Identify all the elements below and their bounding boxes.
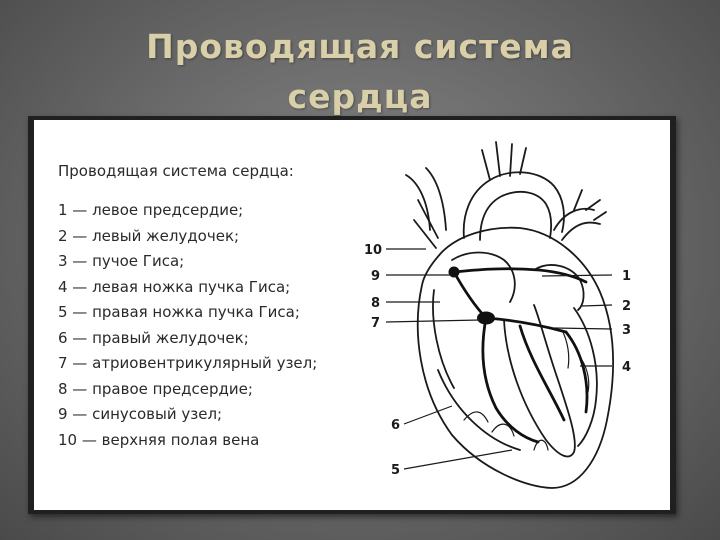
slide-title-line-2: сердца [287, 77, 433, 116]
diagram-label: 1 [622, 269, 631, 284]
legend-item: 10 — верхняя полая вена [58, 430, 260, 449]
legend-list: 1 — левое предсердие; 2 — левый желудоче… [58, 198, 358, 453]
legend-item: 3 — пучое Гиса; [58, 252, 185, 270]
legend-item: 1 — левое предсердие; [58, 201, 244, 219]
diagram-label: 3 [622, 323, 631, 338]
legend-item: 9 — синусовый узел; [58, 405, 223, 423]
legend-item: 8 — правое предсердие; [58, 379, 253, 398]
slide-title-line-1: Проводящая система [146, 27, 574, 66]
legend-item: 2 — левый желудочек; [58, 226, 240, 245]
legend: Проводящая система сердца: 1 — левое пре… [58, 162, 358, 453]
legend-item: 6 — правый желудочек; [58, 328, 249, 347]
diagram-label: 8 [371, 296, 380, 311]
diagram-label: 2 [622, 299, 631, 314]
av-node [477, 311, 495, 325]
diagram-label: 5 [391, 463, 400, 478]
diagram-label: 9 [371, 269, 380, 284]
legend-heading: Проводящая система сердца: [58, 162, 294, 180]
legend-item: 4 — левая ножка пучка Гиса; [58, 277, 291, 296]
diagram-label: 10 [364, 243, 382, 258]
leader-lines [385, 248, 613, 470]
legend-item: 5 — правая ножка пучка Гиса; [58, 303, 300, 321]
diagram-label: 6 [391, 418, 400, 433]
heart-outline [405, 141, 614, 489]
diagram-label: 7 [371, 316, 380, 331]
diagram-label: 4 [622, 360, 631, 375]
slide-title: Проводящая система сердца [0, 22, 720, 122]
heart-diagram: 10 9 8 7 1 2 3 4 6 5 [364, 141, 631, 489]
conduction-pathways [452, 267, 589, 444]
legend-item: 7 — атриовентрикулярный узел; [58, 354, 318, 372]
sinus-node [448, 266, 460, 278]
diagram-panel: Проводящая система сердца: 1 — левое пре… [34, 120, 670, 510]
